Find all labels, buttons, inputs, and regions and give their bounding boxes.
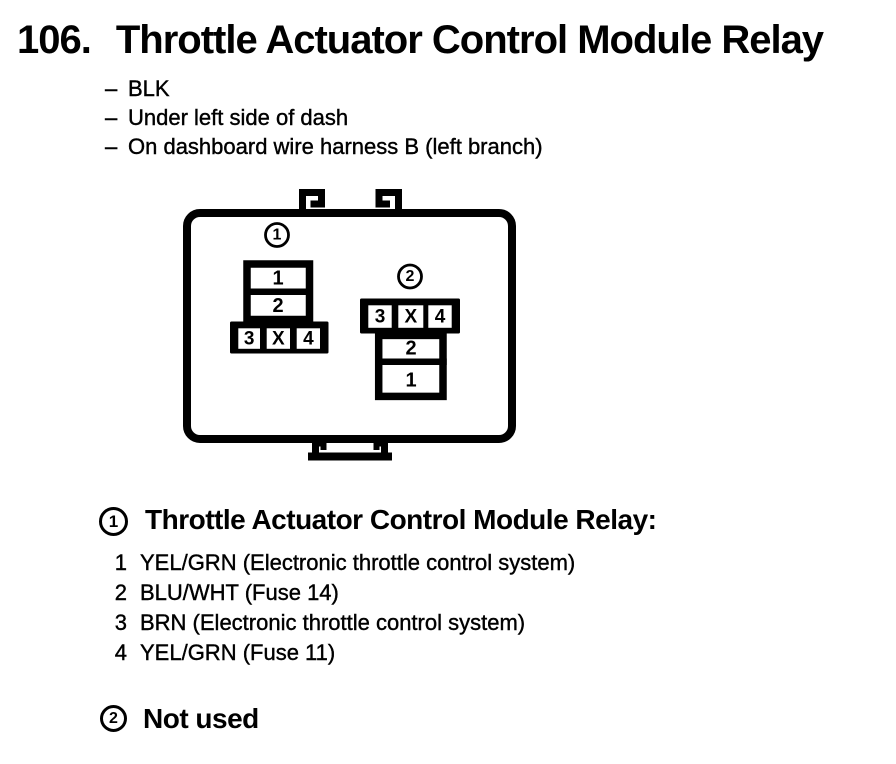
connector-2-ref-label: 2 [406,268,415,285]
page-title: Throttle Actuator Control Module Relay [115,18,824,62]
connector-1-cell-4-box [296,328,320,349]
dash-glyph: – [105,76,118,101]
bullet-harness: – On dashboard wire harness B (left bran… [105,132,543,161]
bullet-text: BLK [128,76,170,101]
pin-desc: BRN (Electronic throttle control system) [140,610,526,635]
pin-number: 4 [114,640,128,665]
pin-number: 1 [114,550,128,575]
bottom-tab-left-curl [315,440,327,450]
dash-glyph: – [105,134,118,159]
connector-2-cell-2: 2 [405,338,416,360]
pin-row-4: 4 YEL/GRN (Fuse 11) [105,638,575,668]
pin-number: 2 [114,580,128,605]
connector-1-cell-3: 3 [244,329,255,350]
location-notes: – BLK – Under left side of dash – On das… [105,74,543,161]
connector-1-cell-1: 1 [272,268,283,290]
bullet-color: – BLK [105,74,543,103]
connector-2: 2 3 X 4 2 1 [360,263,460,401]
pin-row-2: 2 BLU/WHT (Fuse 14) [105,578,575,608]
connector-2-cell-4-box [428,305,452,328]
connector-2-cell-3: 3 [375,307,386,328]
connector-1-cell-4: 4 [303,329,314,350]
connector-diagram: 1 1 2 3 X 4 2 3 X 4 2 1 [183,189,516,461]
connector-2-cell-x: X [404,307,417,328]
relay-bracket-outline [183,189,516,461]
connector-1-ref-label: 1 [273,227,282,244]
connector-1-cell-x-box [266,328,290,349]
legend-2-title: Not used [143,703,259,734]
pin-number: 3 [114,610,128,635]
legend-2-ref: 2 [109,709,118,727]
pin-row-1: 1 YEL/GRN (Electronic throttle control s… [105,548,576,578]
connector-2-ref-circle [397,263,423,290]
legend-1-ref-badge: 1 [99,507,128,536]
connector-1: 1 1 2 3 X 4 [230,222,329,354]
pin-desc: BLU/WHT (Fuse 14) [140,580,339,605]
connector-1-ref-circle [264,222,290,248]
pin-row-3: 3 BRN (Electronic throttle control syste… [105,608,575,638]
connector-2-cell-x-box [398,305,424,328]
bullet-text: Under left side of dash [128,105,349,130]
connector-2-cell-1: 1 [405,370,416,392]
item-number: 106. [17,18,92,62]
bottom-tab-right-curl [373,440,385,450]
connector-1-cell-2: 2 [272,295,283,317]
legend-1-ref: 1 [108,511,119,531]
pin-desc: YEL/GRN (Electronic throttle control sys… [140,550,576,575]
legend-1-title: Throttle Actuator Control Module Relay: [145,504,657,535]
bullet-location: – Under left side of dash [105,103,543,132]
connector-1-cell-x: X [272,329,285,350]
top-right-tab [375,189,402,213]
page-title-row: 106. Throttle Actuator Control Module Re… [17,18,824,62]
bullet-text: On dashboard wire harness B (left branch… [128,134,543,159]
pin-list: 1 YEL/GRN (Electronic throttle control s… [105,548,576,668]
connector-2-cell-4: 4 [435,307,446,328]
pin-desc: YEL/GRN (Fuse 11) [140,640,336,665]
connector-2-stack [374,331,447,401]
dash-glyph: – [105,105,118,130]
connector-1-cell-3-box [238,328,260,349]
legend-2-ref-badge: 2 [100,705,127,732]
top-left-tab [299,189,325,213]
connector-2-cell-3-box [368,305,392,328]
